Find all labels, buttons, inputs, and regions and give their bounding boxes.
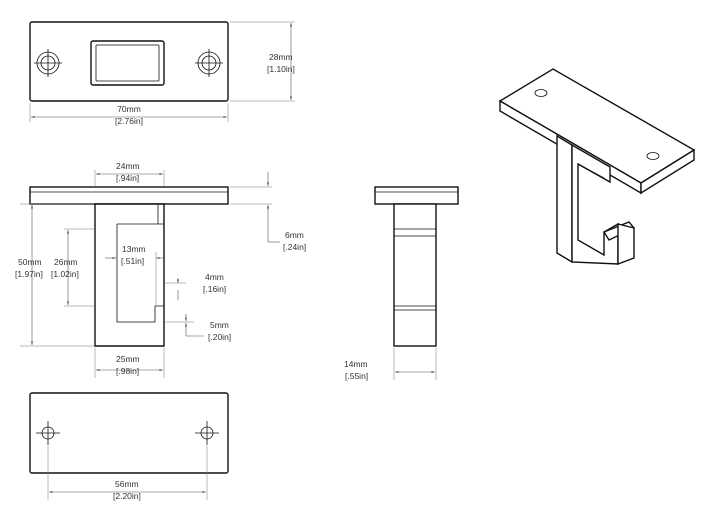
top-height-in: [1.10in] bbox=[267, 64, 295, 74]
iso-hole-left-icon bbox=[534, 89, 548, 97]
isometric-view bbox=[498, 68, 696, 266]
hook-width-in: [.98in] bbox=[116, 366, 139, 376]
lip-thickness-mm: 5mm bbox=[210, 320, 229, 330]
mounting-hole-right bbox=[195, 49, 223, 77]
hole-mark-right bbox=[195, 421, 219, 445]
plate-thickness-in: [.24in] bbox=[283, 242, 306, 252]
total-height-in: [1.97in] bbox=[15, 269, 43, 279]
bracket-width-in: [.94in] bbox=[116, 173, 139, 183]
hole-spacing-mm: 56mm bbox=[115, 479, 139, 489]
side-depth-mm: 14mm bbox=[344, 359, 368, 369]
top-width-in: [2.76in] bbox=[115, 116, 143, 126]
hole-mark-left bbox=[36, 421, 60, 445]
front-view: 24mm [.94in] 6mm [.24in] 50mm [1.97in] 2… bbox=[15, 161, 306, 378]
top-view: 70mm [2.76in] 28mm [1.10in] bbox=[29, 21, 295, 126]
total-height-mm: 50mm bbox=[18, 257, 42, 267]
hook-width-mm: 25mm bbox=[116, 354, 140, 364]
side-depth-in: [.55in] bbox=[345, 371, 368, 381]
top-height-mm: 28mm bbox=[269, 52, 293, 62]
top-width-mm: 70mm bbox=[117, 104, 141, 114]
lip-thickness-in: [.20in] bbox=[208, 332, 231, 342]
plate-thickness-mm: 6mm bbox=[285, 230, 304, 240]
lip-height-mm: 4mm bbox=[205, 272, 224, 282]
side-view: 14mm [.55in] bbox=[344, 186, 459, 381]
iso-hole-right-icon bbox=[646, 152, 660, 160]
inner-height-in: [1.02in] bbox=[51, 269, 79, 279]
inner-height-mm: 26mm bbox=[54, 257, 78, 267]
slot-width-in: [.51in] bbox=[121, 256, 144, 266]
lip-height-in: [.16in] bbox=[203, 284, 226, 294]
hole-spacing-in: [2.20in] bbox=[113, 491, 141, 501]
bottom-view: 56mm [2.20in] bbox=[29, 392, 229, 501]
bracket-width-mm: 24mm bbox=[116, 161, 140, 171]
slot-width-mm: 13mm bbox=[122, 244, 146, 254]
mounting-hole-left bbox=[34, 49, 62, 77]
